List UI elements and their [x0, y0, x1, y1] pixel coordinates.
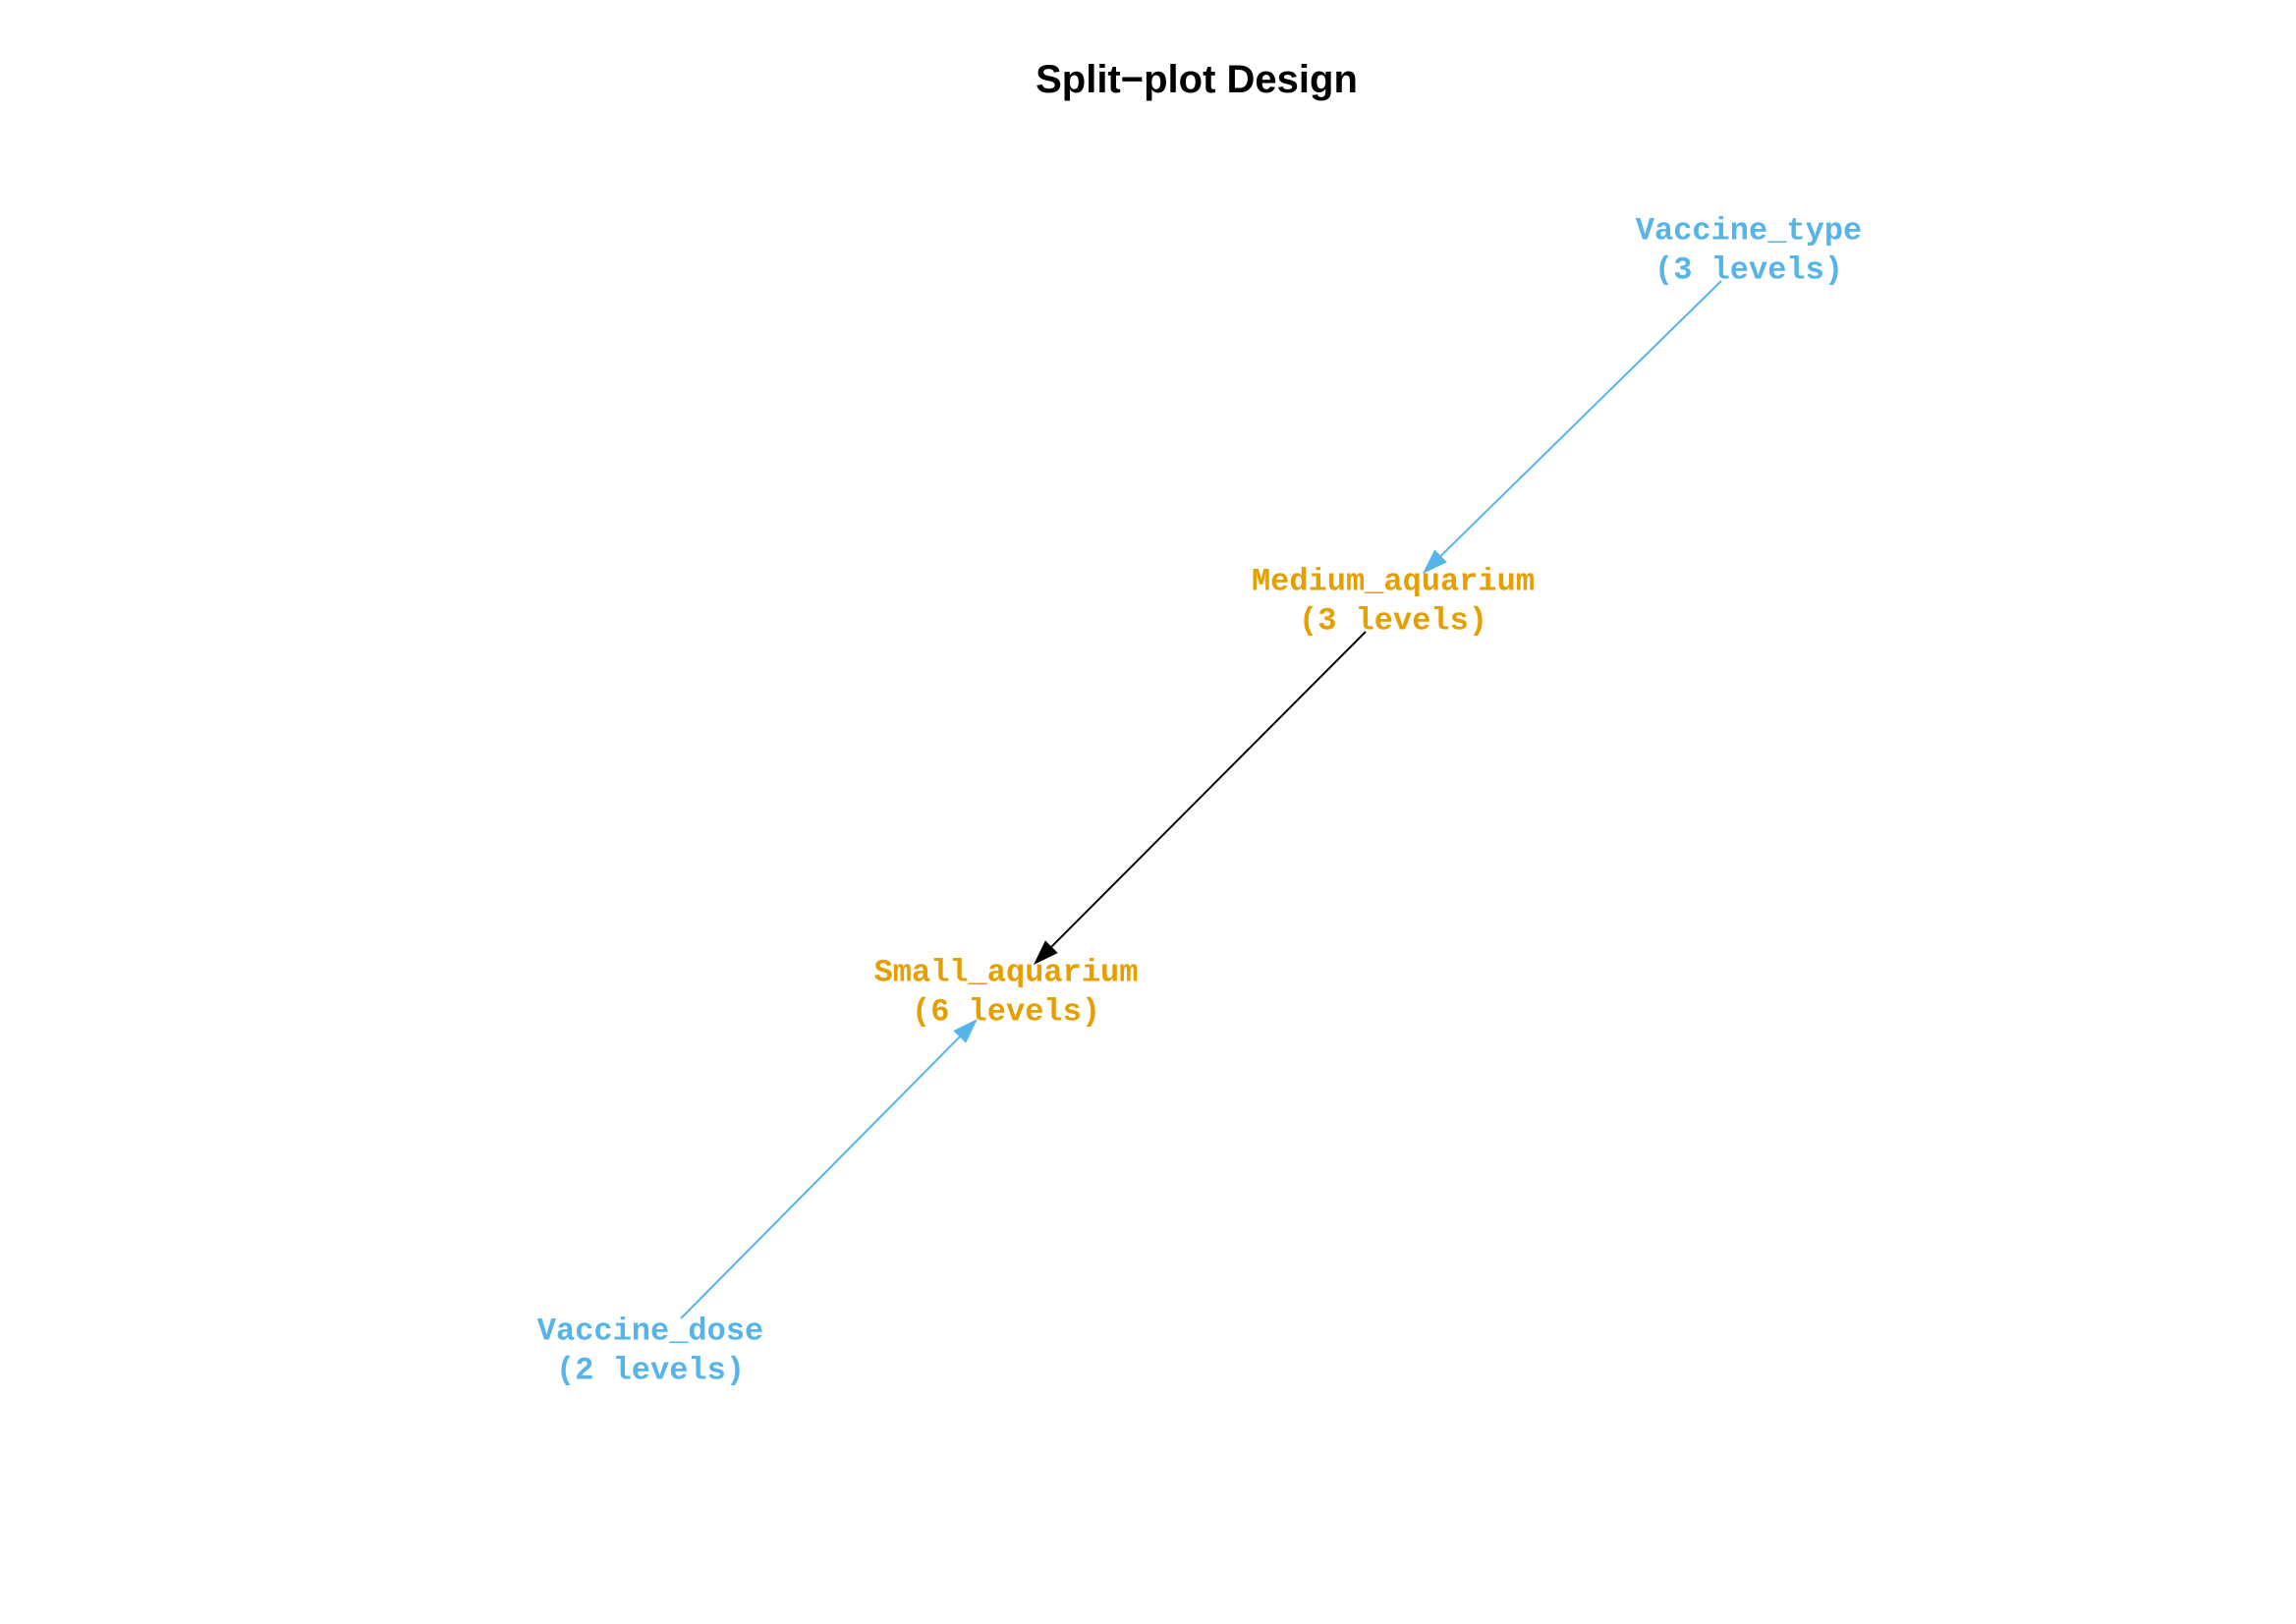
- node-name: Medium_aquarium: [1252, 563, 1535, 599]
- node-small_aquarium: Small_aquarium(6 levels): [874, 954, 1139, 1030]
- edge-medium_aquarium-to-small_aquarium: [1034, 631, 1367, 965]
- node-levels: (3 levels): [1654, 252, 1843, 288]
- edge-vaccine_dose-to-small_aquarium: [680, 1019, 978, 1319]
- edge-vaccine_type-to-medium_aquarium: [1423, 280, 1722, 574]
- nodes-layer: Vaccine_type(3 levels)Medium_aquarium(3 …: [537, 212, 1862, 1388]
- node-name: Vaccine_type: [1636, 212, 1862, 249]
- node-vaccine_type: Vaccine_type(3 levels): [1636, 212, 1862, 288]
- node-vaccine_dose: Vaccine_dose(2 levels): [537, 1313, 763, 1388]
- node-medium_aquarium: Medium_aquarium(3 levels): [1252, 563, 1535, 639]
- edge-line: [680, 1036, 961, 1319]
- arrowhead-icon: [1034, 940, 1058, 965]
- diagram-title: Split−plot Design: [1036, 58, 1358, 101]
- edges-layer: [680, 280, 1722, 1319]
- node-name: Small_aquarium: [874, 954, 1139, 990]
- arrowhead-icon: [1423, 549, 1447, 574]
- node-levels: (3 levels): [1299, 602, 1487, 639]
- edge-line: [1050, 631, 1367, 948]
- arrowhead-icon: [953, 1019, 978, 1043]
- node-levels: (2 levels): [556, 1352, 745, 1388]
- node-levels: (6 levels): [912, 993, 1100, 1030]
- edge-line: [1439, 280, 1722, 557]
- node-name: Vaccine_dose: [537, 1313, 763, 1349]
